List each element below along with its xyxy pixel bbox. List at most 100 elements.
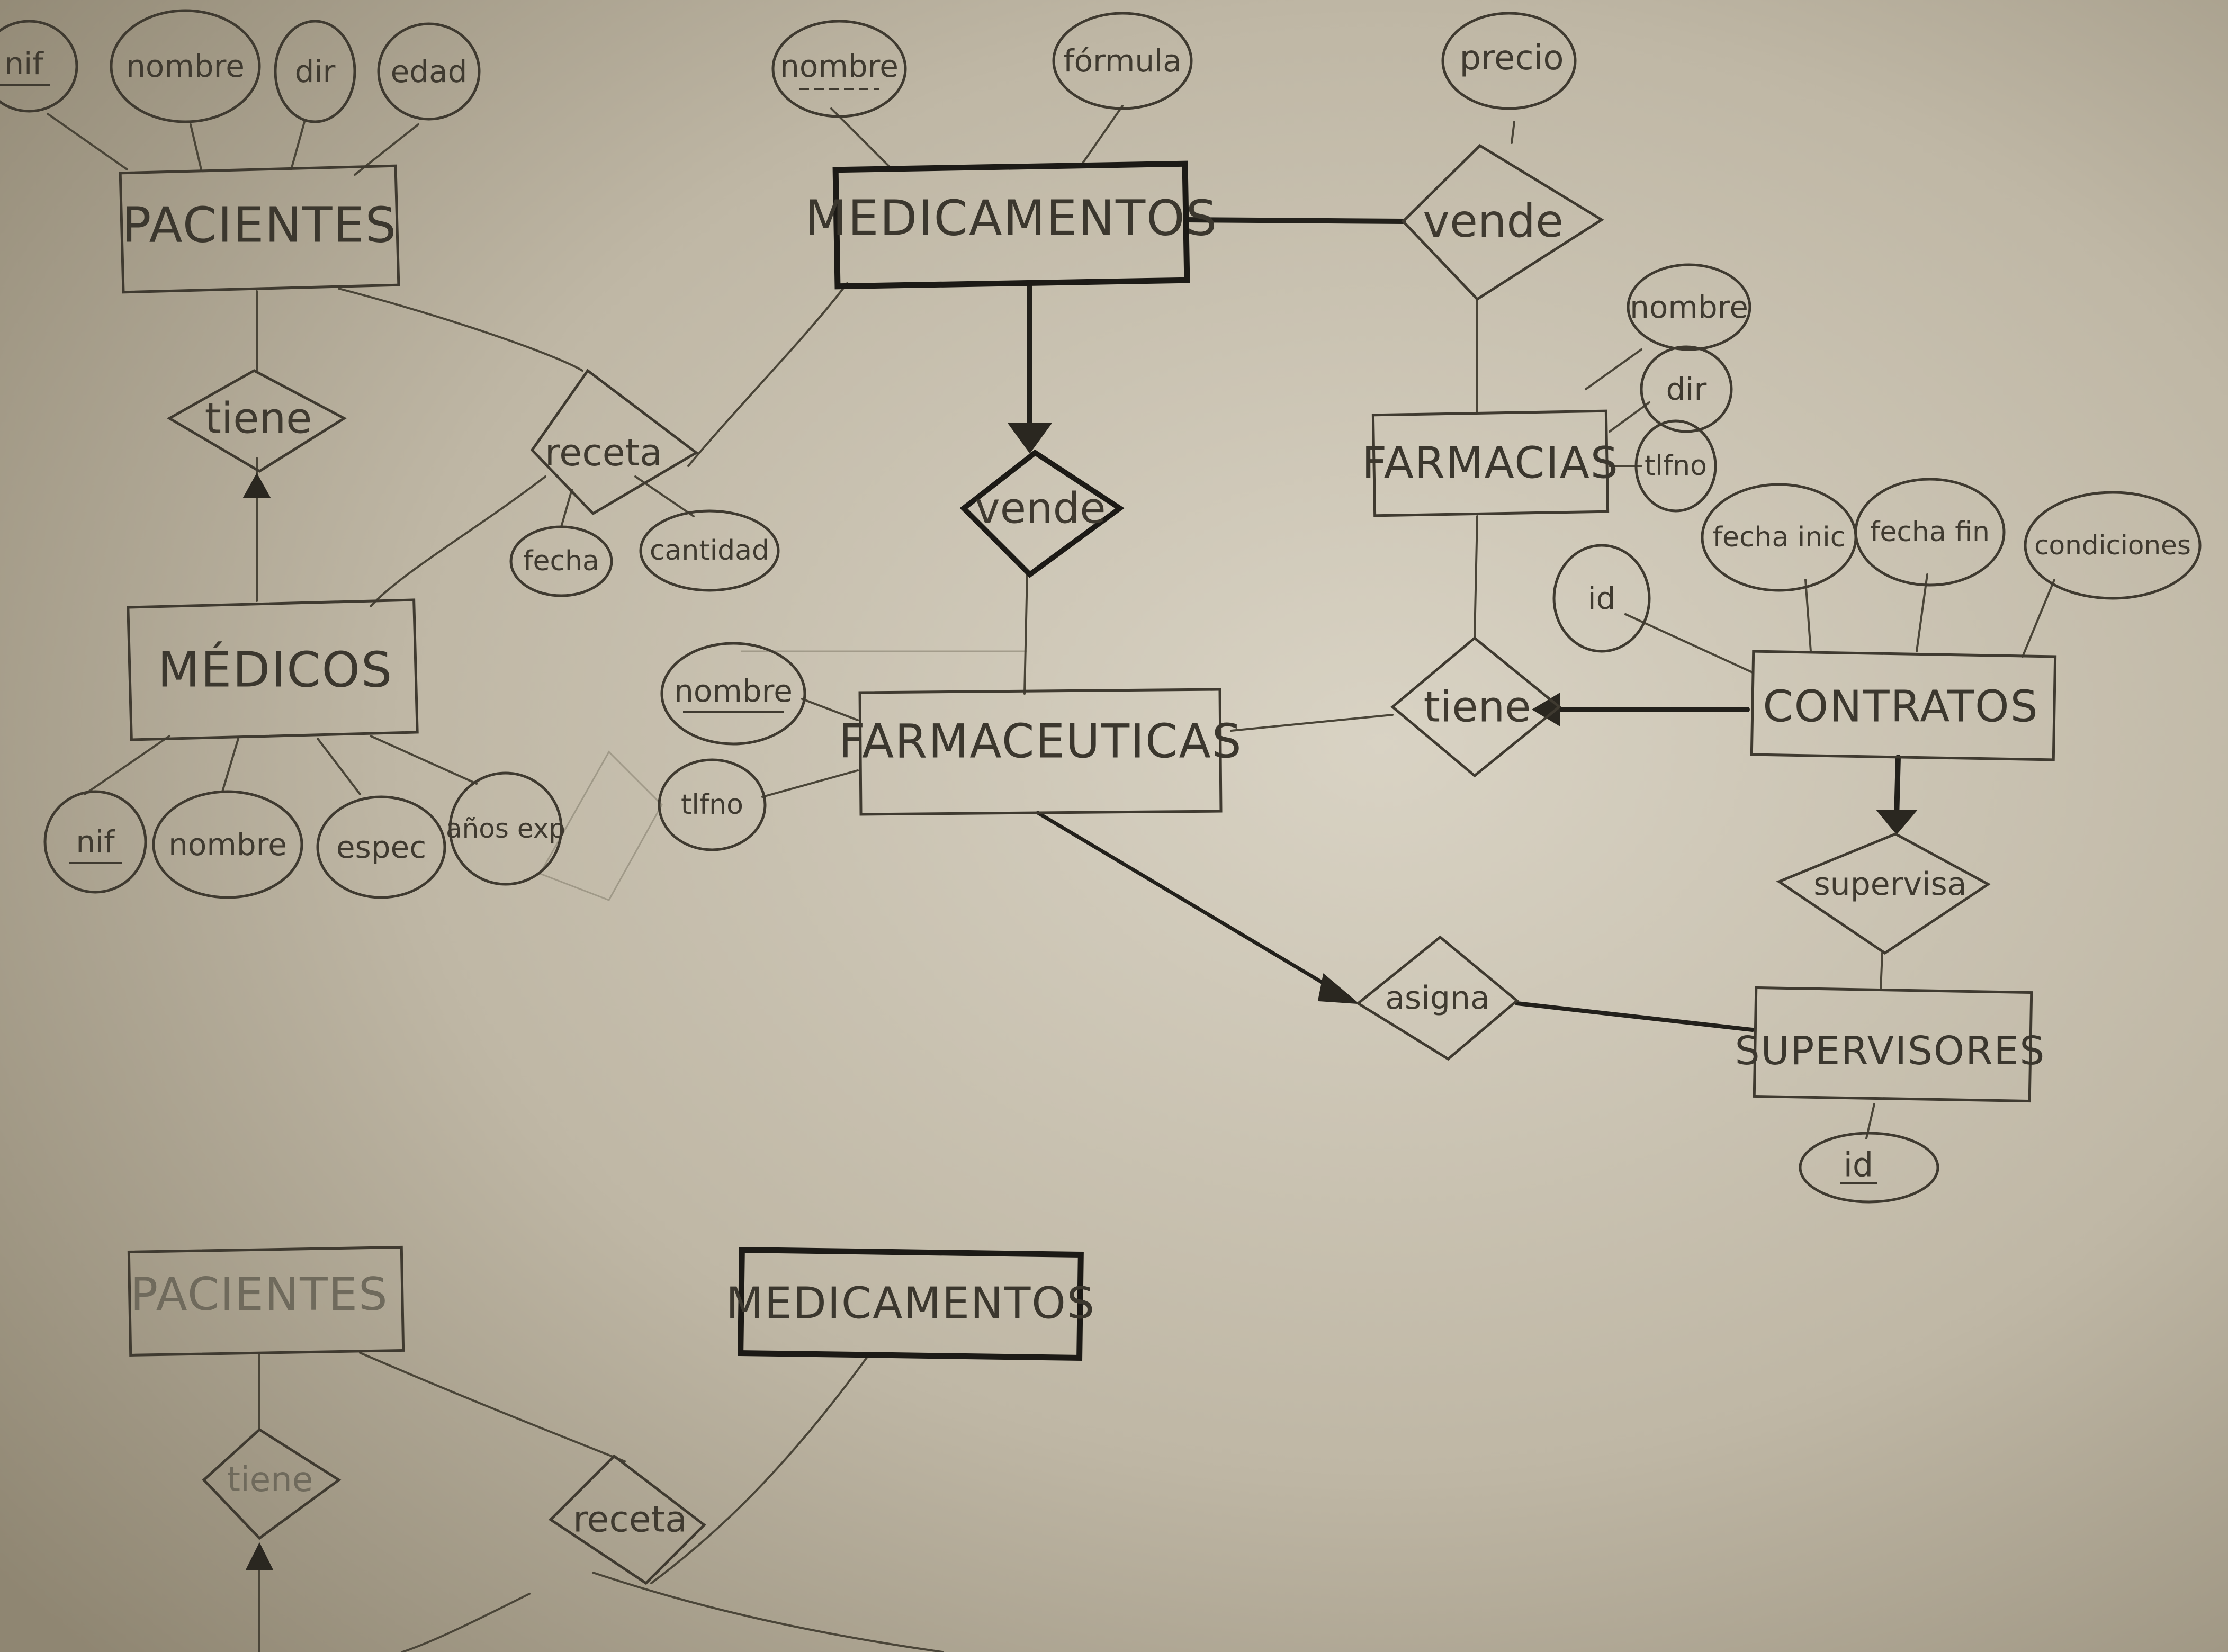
attributes-medicamentos: nombre fórmula [771,12,1193,118]
relationship-tiene-pacientes-medicos[interactable]: tiene [166,369,347,473]
arrow-to-supervisa-icon [1875,810,1918,835]
attribute-nif-medicos: nif [43,790,147,894]
connector-lines-bottom [258,1352,944,1652]
attribute-id-supervisores: id [1799,1132,1939,1204]
attributes-receta: fecha cantidad [509,509,780,597]
entity-farmaceuticas[interactable]: FARMACEUTICAS [838,688,1242,816]
entity-farmaceuticas-label: FARMACEUTICAS [838,714,1242,769]
attribute-tlfno-farmaceuticas: tlfno [658,758,767,851]
attribute-nombre-medicos: nombre [152,790,303,899]
connector-lines [47,105,2055,1139]
svg-text:dir: dir [295,53,336,89]
entity-pacientes-label: PACIENTES [122,197,397,254]
attribute-dir-farmacias: dir [1640,345,1733,433]
entity-farmacias[interactable]: FARMACIAS [1362,409,1619,517]
svg-text:id: id [1588,580,1616,616]
attribute-anos-exp-medicos: años exp [446,771,565,886]
svg-text:nif: nif [76,824,115,860]
entity-farmacias-label: FARMACIAS [1362,438,1619,489]
svg-text:condiciones: condiciones [2034,530,2191,561]
svg-text:nombre: nombre [780,48,899,84]
entity-medicamentos-bottom[interactable]: MEDICAMENTOS [726,1246,1095,1361]
relationship-vende-farmacias-label: vende [1423,195,1564,248]
svg-text:cantidad: cantidad [650,535,769,567]
entity-pacientes-bottom-label: PACIENTES [130,1268,388,1321]
attributes-pacientes: nif nombre dir edad [0,9,481,123]
attributes-farmaceuticas: nombre tlfno [658,642,806,851]
svg-text:id: id [1844,1146,1874,1184]
entity-supervisores-label: SUPERVISORES [1735,1028,2046,1074]
arrow-to-asigna-icon [1317,973,1360,1004]
entity-medicamentos-label: MEDICAMENTOS [805,190,1218,247]
attribute-nombre-medicamentos: nombre [771,20,907,118]
arrow-to-tiene-icon [242,472,271,498]
attributes-medicos: nif nombre espec años exp [43,771,565,899]
relationship-receta[interactable]: receta [530,369,699,516]
svg-text:fecha: fecha [523,545,599,577]
relationship-receta-bottom-label: receta [573,1499,687,1541]
relationship-tiene-bottom[interactable]: tiene [202,1427,342,1540]
relationship-supervisa-label: supervisa [1813,866,1966,903]
svg-text:fecha fin: fecha fin [1870,516,1990,548]
attribute-cantidad-receta: cantidad [639,509,780,592]
relationship-tiene-contratos[interactable]: tiene [1390,636,1561,778]
svg-text:años exp: años exp [446,813,565,844]
svg-text:tlfno: tlfno [1645,450,1707,482]
svg-text:precio: precio [1459,39,1564,78]
svg-text:nombre: nombre [168,827,287,863]
arrow-to-tiene-bottom-icon [245,1542,274,1570]
svg-text:fecha inic: fecha inic [1713,522,1846,553]
relationship-vende-label: vende [975,484,1106,533]
relationship-tiene-contratos-label: tiene [1424,683,1531,732]
attribute-fecha-inic-contratos: fecha inic [1701,483,1857,592]
relationship-vende-farmacias[interactable]: vende [1401,143,1604,301]
entity-pacientes[interactable]: PACIENTES [119,164,400,294]
attribute-nif-pacientes: nif [0,20,78,113]
attribute-id-contratos: id [1552,544,1651,653]
svg-text:fórmula: fórmula [1063,43,1182,79]
relationship-asigna-label: asigna [1385,980,1490,1017]
relationship-tiene-bottom-label: tiene [227,1460,313,1500]
attribute-espec-medicos: espec [316,795,446,899]
svg-text:dir: dir [1666,371,1707,407]
entity-contratos[interactable]: CONTRATOS [1750,650,2057,761]
entity-medicamentos-bottom-label: MEDICAMENTOS [726,1279,1095,1329]
arrowheads [242,423,1918,1570]
attribute-condiciones-contratos: condiciones [2024,491,2202,600]
entity-contratos-label: CONTRATOS [1763,682,2038,732]
relationship-vende-farmaceuticas[interactable]: vende [959,449,1125,578]
attribute-tlfno-farmacias: tlfno [1634,419,1717,513]
entity-medicos-label: MÉDICOS [158,641,393,698]
svg-text:nombre: nombre [1630,289,1748,325]
svg-text:nombre: nombre [126,48,245,84]
relationship-supervisa[interactable]: supervisa [1776,832,1991,955]
svg-text:edad: edad [391,53,468,89]
attribute-fecha-fin-contratos: fecha fin [1854,478,2006,587]
relationship-receta-bottom[interactable]: receta [549,1454,706,1585]
relationship-asigna[interactable]: asigna [1355,935,1519,1061]
attributes-contratos: id fecha inic fecha fin condiciones [1552,478,2202,653]
entity-pacientes-bottom[interactable]: PACIENTES [127,1245,405,1357]
attribute-nombre-farmaceuticas: nombre [660,642,806,746]
entity-supervisores[interactable]: SUPERVISORES [1735,986,2046,1103]
attribute-nombre-pacientes: nombre [110,9,261,123]
relationship-tiene-label: tiene [205,394,312,443]
svg-text:espec: espec [336,829,426,865]
attribute-formula-medicamentos: fórmula [1052,12,1193,110]
attribute-fecha-receta: fecha [509,525,613,597]
entity-medicamentos[interactable]: MEDICAMENTOS [805,160,1218,290]
entity-medicos[interactable]: MÉDICOS [127,598,419,741]
svg-text:nombre: nombre [674,673,793,709]
relationship-receta-label: receta [545,431,662,474]
attribute-edad-pacientes: edad [377,22,481,121]
attribute-nombre-farmacias: nombre [1627,263,1751,351]
svg-text:tlfno: tlfno [681,789,743,821]
attribute-dir-pacientes: dir [274,20,356,123]
attributes-farmacias: nombre dir tlfno [1627,263,1751,513]
svg-text:nif: nif [4,46,44,82]
attribute-precio-vende: precio [1441,12,1577,110]
arrow-to-vende-icon [1008,423,1052,454]
